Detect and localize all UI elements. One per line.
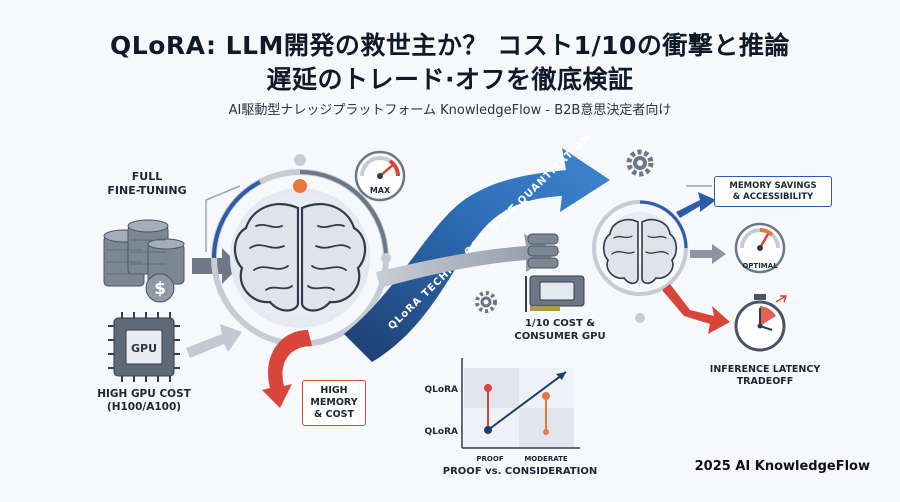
arrow-right-icon (662, 284, 730, 334)
arrow-right-icon (186, 324, 242, 358)
gauge-max-icon (354, 150, 406, 202)
graphics-card-icon (525, 275, 585, 312)
dollar-sign: $ (154, 279, 166, 299)
footer-credit: 2025 AI KnowledgeFlow (694, 459, 870, 474)
arrow-right-icon (376, 234, 560, 288)
chart-caption: PROOF vs. CONSIDERATION (443, 466, 597, 477)
chart-y-label: QLoRA (425, 385, 458, 395)
qlora-technology-arrow (344, 148, 610, 362)
label-memory-savings: MEMORY SAVINGS & ACCESSIBILITY (714, 176, 832, 208)
large-brain-icon (211, 169, 389, 347)
label-full-finetuning: FULL FINE-TUNING (107, 170, 187, 197)
page-title-line1: QLoRA: LLM開発の救世主か？ コスト1/10の衝撃と推論 (110, 31, 790, 60)
page-title-line2: 遅延のトレード·オフを徹底検証 (266, 65, 634, 94)
label-cost-consumer-gpu: 1/10 COST & CONSUMER GPU (514, 318, 606, 342)
coin-stack-icon (103, 219, 185, 303)
gear-icon (475, 291, 497, 313)
arrow-right-icon (676, 192, 716, 218)
gear-icon (626, 149, 654, 177)
label-high-gpu-cost: HIGH GPU COST (H100/A100) (97, 388, 191, 414)
connector-line (205, 185, 241, 252)
label-inference-latency: INFERENCE LATENCY TRADEOFF (709, 364, 821, 387)
small-brain-icon (592, 200, 688, 296)
page-subtitle: AI駆動型ナレッジプラットフォーム KnowledgeFlow - B2B意思決… (228, 103, 672, 118)
comparison-chart (461, 358, 580, 449)
chart-point (484, 426, 492, 434)
chart-y-label: QLoRA (425, 427, 458, 437)
node-dot (381, 253, 391, 263)
chart-x-label: MODERATE (524, 455, 568, 463)
node-dot (294, 154, 306, 166)
database-icon (527, 233, 559, 269)
arrow-head-icon (556, 372, 566, 380)
chart-point (542, 392, 550, 400)
gpu-chip-label: GPU (131, 342, 157, 355)
gpu-chip-icon (108, 312, 180, 382)
gauge-optimal-icon (734, 222, 786, 274)
gauge-max-label: MAX (370, 186, 391, 195)
node-dot (293, 179, 307, 193)
chart-point (543, 429, 549, 435)
label-high-memory-cost: HIGH MEMORY & COST (302, 380, 366, 426)
stopwatch-icon (734, 294, 788, 352)
node-dot (635, 313, 645, 323)
chart-x-label: PROOF (476, 455, 503, 463)
chart-trend-line (487, 371, 567, 431)
arrow-right-icon (690, 244, 726, 264)
curved-arrow-icon (262, 330, 312, 408)
gauge-optimal-label: OPTIMAL (742, 262, 778, 270)
chart-point (484, 384, 492, 392)
